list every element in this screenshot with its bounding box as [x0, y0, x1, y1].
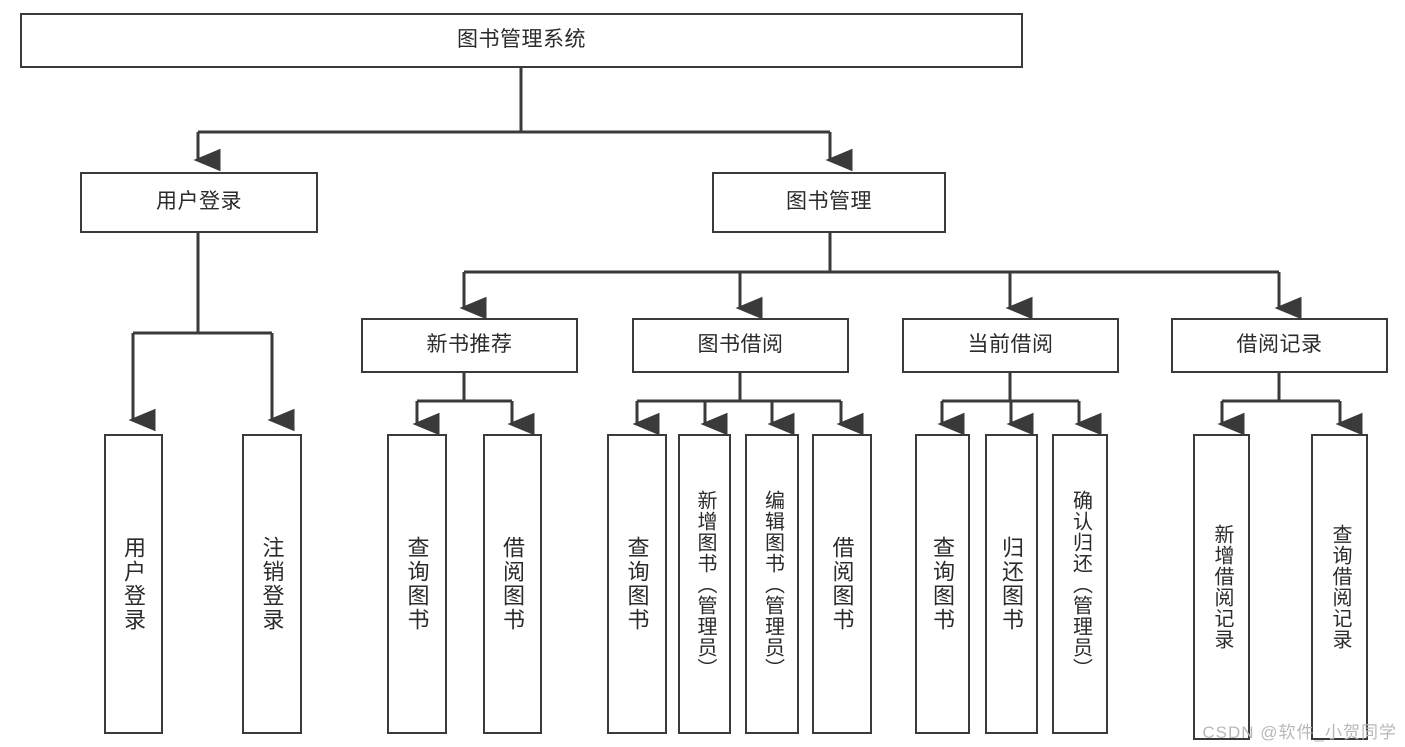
node-leaf-borrow-book[interactable]: 借阅图书	[812, 434, 872, 734]
node-leaf-query-book-borrow-label: 查询图书	[624, 536, 650, 632]
node-current-borrow[interactable]: 当前借阅	[902, 318, 1119, 373]
node-leaf-user-login-label: 用户登录	[121, 536, 147, 632]
node-root-label: 图书管理系统	[457, 28, 586, 52]
node-leaf-query-book-current-label: 查询图书	[930, 536, 956, 632]
node-book-management[interactable]: 图书管理	[712, 172, 946, 233]
node-leaf-borrow-book-label: 借阅图书	[829, 536, 855, 632]
node-leaf-logout[interactable]: 注销登录	[242, 434, 302, 734]
node-leaf-query-book-recommend[interactable]: 查询图书	[387, 434, 447, 734]
node-user-login-label: 用户登录	[156, 190, 242, 214]
node-leaf-query-book-recommend-label: 查询图书	[404, 536, 430, 632]
node-leaf-query-book-current[interactable]: 查询图书	[915, 434, 970, 734]
node-new-book-recommend-label: 新书推荐	[426, 333, 513, 357]
node-user-login[interactable]: 用户登录	[80, 172, 318, 233]
node-borrow-records[interactable]: 借阅记录	[1171, 318, 1388, 373]
node-leaf-user-login[interactable]: 用户登录	[104, 434, 163, 734]
node-new-book-recommend[interactable]: 新书推荐	[361, 318, 578, 373]
node-current-borrow-label: 当前借阅	[967, 333, 1054, 357]
node-leaf-edit-book-admin-label: 编辑图书（管理员）	[761, 489, 784, 679]
node-leaf-query-borrow-record-label: 查询借阅记录	[1329, 524, 1351, 650]
node-leaf-add-borrow-record[interactable]: 新增借阅记录	[1193, 434, 1250, 740]
node-borrow-records-label: 借阅记录	[1236, 333, 1323, 357]
node-root[interactable]: 图书管理系统	[20, 13, 1023, 68]
node-book-management-label: 图书管理	[786, 190, 872, 214]
node-leaf-edit-book-admin[interactable]: 编辑图书（管理员）	[745, 434, 799, 734]
node-leaf-borrow-book-recommend[interactable]: 借阅图书	[483, 434, 542, 734]
node-book-borrow-label: 图书借阅	[697, 333, 784, 357]
watermark-text: CSDN @软件_小贺同学	[1202, 723, 1397, 742]
node-book-borrow[interactable]: 图书借阅	[632, 318, 849, 373]
node-leaf-confirm-return-admin[interactable]: 确认归还（管理员）	[1052, 434, 1108, 734]
node-leaf-return-book-label: 归还图书	[999, 536, 1025, 632]
node-leaf-add-borrow-record-label: 新增借阅记录	[1211, 524, 1233, 650]
node-leaf-confirm-return-admin-label: 确认归还（管理员）	[1069, 489, 1092, 679]
node-leaf-query-book-borrow[interactable]: 查询图书	[607, 434, 667, 734]
node-leaf-query-borrow-record[interactable]: 查询借阅记录	[1311, 434, 1368, 740]
node-leaf-add-book-admin[interactable]: 新增图书（管理员）	[678, 434, 731, 734]
node-leaf-logout-label: 注销登录	[259, 536, 285, 632]
node-leaf-return-book[interactable]: 归还图书	[985, 434, 1038, 734]
node-leaf-add-book-admin-label: 新增图书（管理员）	[694, 489, 716, 679]
node-leaf-borrow-book-recommend-label: 借阅图书	[500, 536, 526, 632]
